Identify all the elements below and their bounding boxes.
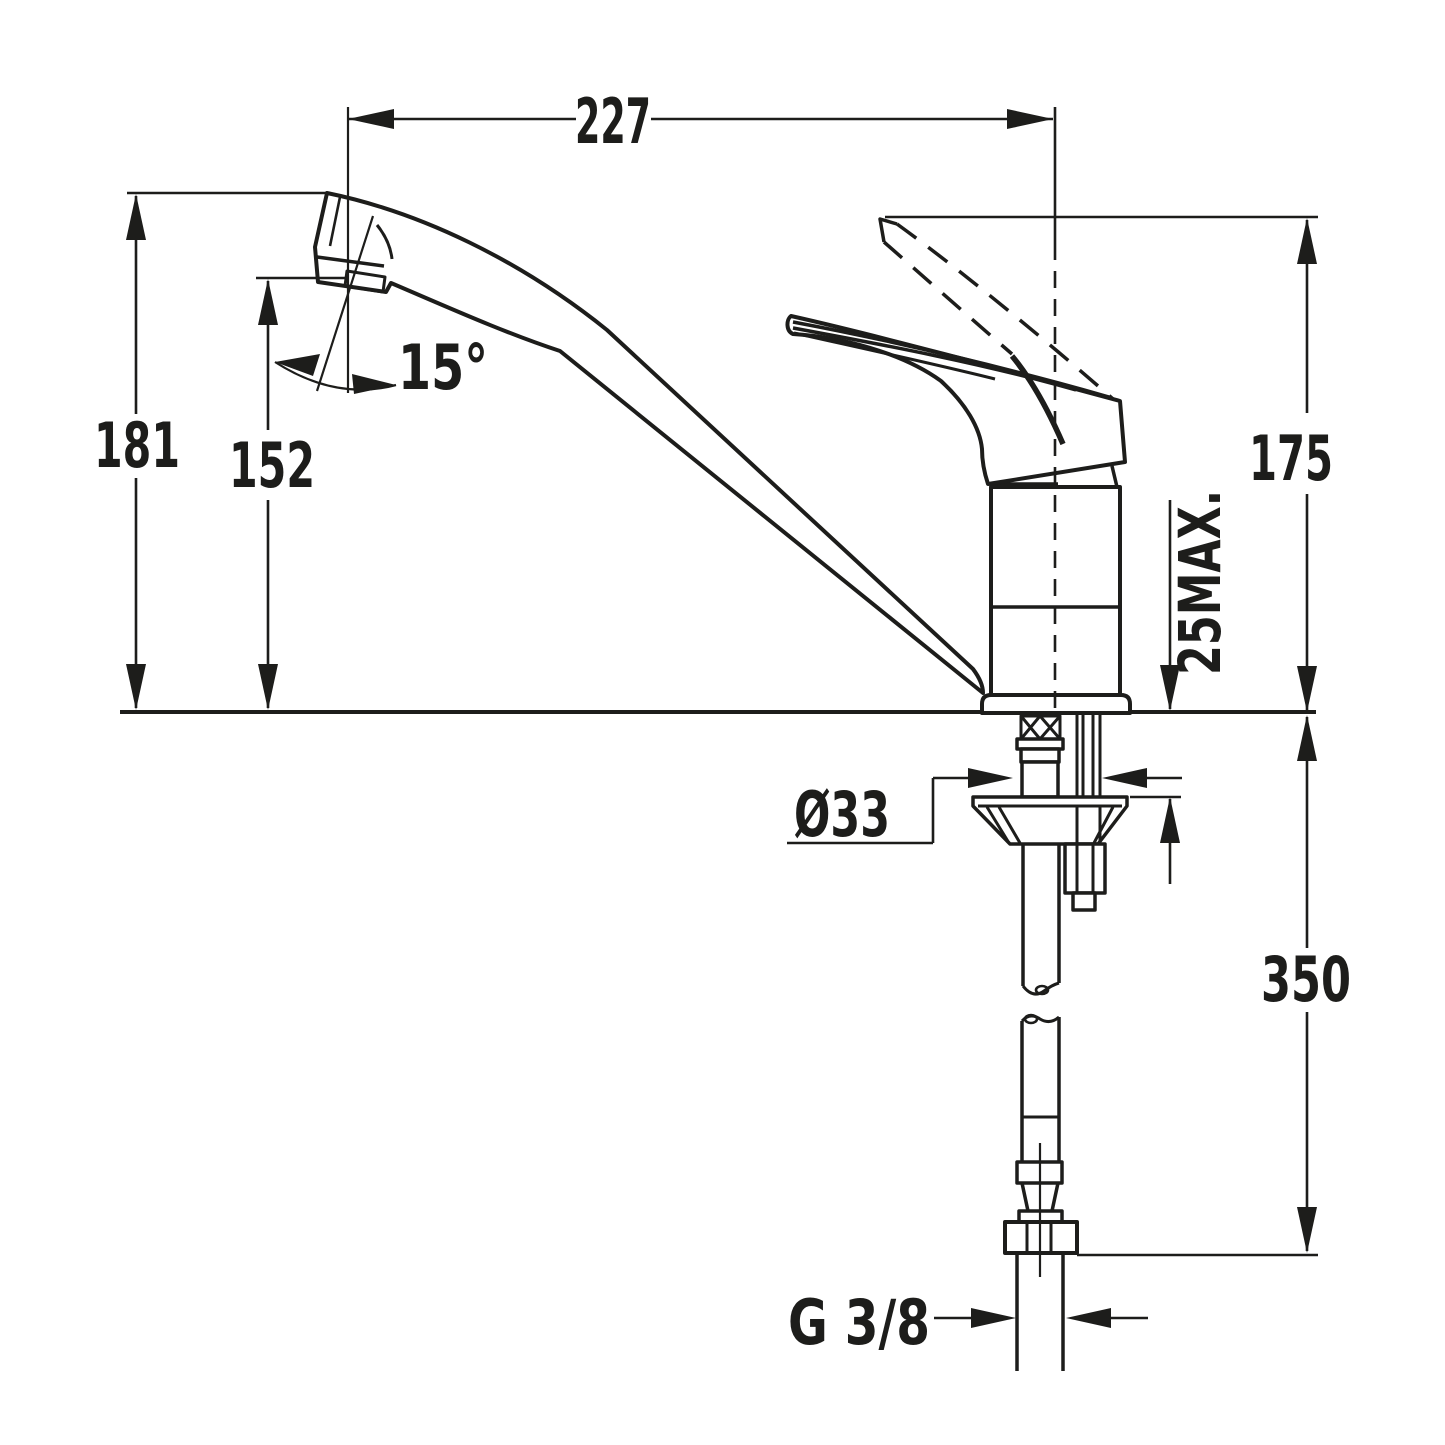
supply-hose — [1003, 844, 1079, 1371]
dim-connection-thread-label: G 3/8 — [788, 1286, 930, 1359]
faucet-drawing — [120, 107, 1316, 1371]
shank-cylinder — [1020, 760, 1060, 799]
dim-outlet-height-label: 152 — [229, 429, 315, 502]
aerator-inner-rect — [343, 269, 387, 294]
shank-collar-lower — [1019, 747, 1061, 764]
arrowhead-bottom — [1297, 1207, 1317, 1253]
hose-end-pipe — [1015, 1253, 1065, 1371]
seal-block — [1019, 714, 1062, 741]
arrowhead-top — [1297, 715, 1317, 761]
mounting-shank — [971, 714, 1129, 912]
arrowhead-right — [1102, 768, 1147, 788]
arrowhead-down — [1160, 665, 1180, 711]
handle-lever — [785, 314, 1127, 488]
handle-lever-raised — [878, 217, 1115, 401]
dim-hole-diameter: Ø33 — [787, 768, 1182, 851]
arc-arrowhead-left — [275, 354, 320, 376]
arrowhead-bottom — [126, 664, 146, 710]
spout-head-cheek-curve — [375, 224, 394, 260]
dim-total-height: 181 — [94, 191, 328, 710]
spout-head-inner-line — [328, 196, 342, 247]
lever-cap-outline — [785, 314, 1127, 486]
dim-deck-thickness: 25MAX. — [1130, 490, 1234, 884]
arrowhead-right — [1066, 1308, 1111, 1328]
dim-deck-thickness-label: 25MAX. — [1166, 490, 1234, 675]
raised-lever-upper-dashed — [895, 222, 1115, 401]
dim-spout-reach: 227 — [346, 85, 1053, 393]
mounting-nut-tip — [1071, 891, 1097, 912]
raised-lever-end-cap — [878, 217, 898, 243]
spout — [313, 191, 985, 695]
arrowhead-top — [126, 194, 146, 240]
arc-arrowhead-right — [352, 374, 396, 394]
dim-hose-length: 350 — [1077, 715, 1351, 1257]
arrowhead-top — [1297, 218, 1317, 264]
mounting-nut — [1063, 842, 1107, 895]
hose-upper-break — [1021, 981, 1060, 996]
dim-hose-length-label: 350 — [1261, 943, 1351, 1016]
dim-hole-diameter-label: Ø33 — [794, 778, 890, 851]
cap-step-line — [1110, 465, 1119, 488]
hose-lower-break-curl — [1023, 1013, 1039, 1025]
arrowhead-up — [1160, 797, 1180, 843]
dim-spout-reach-label: 227 — [575, 85, 651, 158]
dim-body-height-label: 175 — [1249, 422, 1333, 495]
hose-upper-break-curl — [1034, 984, 1050, 996]
lever-contour-line-2 — [792, 326, 1077, 392]
mounting-nut-faces — [1075, 844, 1095, 893]
hose-end-nut-faces — [1025, 1222, 1053, 1253]
dimensions: 227 181 152 15° — [94, 85, 1351, 1359]
lever-pivot-stroke — [1009, 354, 1066, 446]
dim-connection-thread: G 3/8 — [788, 1286, 1148, 1359]
arrowhead-left — [971, 1308, 1016, 1328]
seal-block-cross-pattern — [1019, 715, 1062, 740]
shank-collar-upper — [1015, 737, 1065, 751]
hose-taper — [1020, 1182, 1060, 1212]
arrowhead-right — [1007, 109, 1053, 129]
arrowhead-left — [968, 768, 1013, 788]
angle-reference-slant — [315, 215, 375, 392]
dim-outlet-height: 152 — [229, 276, 348, 710]
arrowhead-bottom — [1297, 666, 1317, 712]
lever-contour-line-3 — [793, 331, 996, 381]
hose-lower-edges — [1020, 1017, 1061, 1162]
mounting-stud-lines — [1075, 715, 1102, 797]
dim-spout-angle-label: 15° — [398, 331, 488, 404]
leader-line — [787, 776, 972, 845]
dim-spout-angle: 15° — [274, 215, 488, 404]
arrowhead-top — [258, 279, 278, 325]
arrowhead-left — [348, 109, 394, 129]
lever-contour-line-1 — [792, 320, 1110, 399]
dim-total-height-label: 181 — [94, 409, 180, 482]
raised-lever-lower-dashed — [882, 240, 1014, 356]
dim-body-height: 175 — [885, 215, 1333, 712]
arrowhead-bottom — [258, 664, 278, 710]
hose-upper-edges — [1021, 844, 1061, 986]
aerator-ledge-line — [316, 255, 385, 268]
spout-outline — [313, 191, 985, 695]
horseshoe-washer-detail — [978, 804, 1122, 844]
